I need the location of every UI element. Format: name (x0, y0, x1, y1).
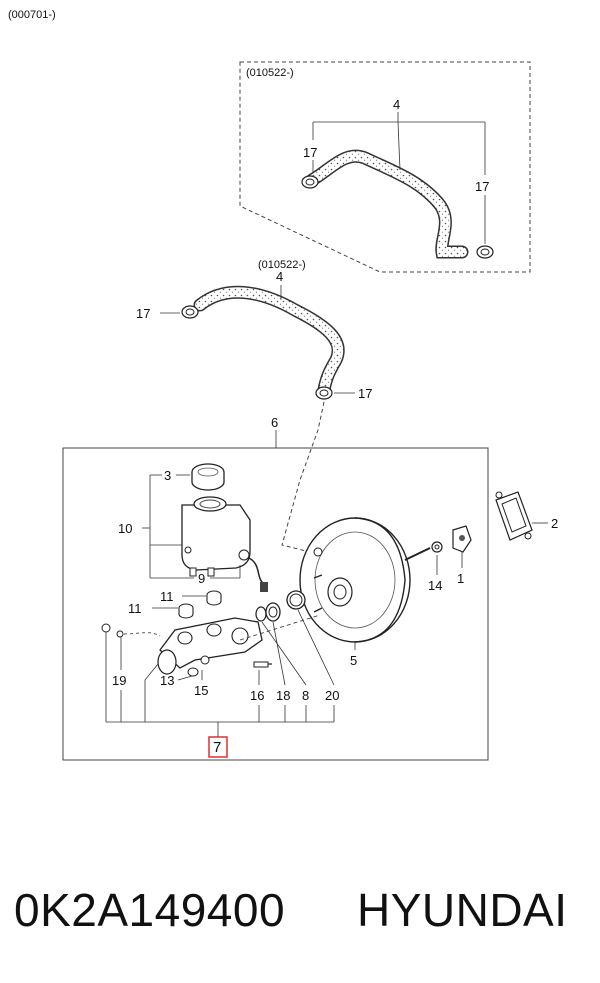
callout-17-main-left: 17 (136, 306, 150, 321)
callout-3: 3 (164, 468, 171, 483)
callout-7: 7 (213, 739, 221, 756)
washer-icon (187, 667, 199, 677)
callout-10: 10 (118, 521, 132, 536)
master-cylinder-icon (157, 617, 263, 675)
callout-15: 15 (194, 683, 208, 698)
callout-17-inset-right: 17 (475, 179, 489, 194)
callout-2: 2 (551, 516, 558, 531)
gasket-icon (495, 491, 533, 541)
callout-6: 6 (271, 415, 278, 430)
brand-name: HYUNDAI (357, 884, 568, 936)
hose-clamp-icon (315, 386, 333, 400)
parts-diagram: (000701-) (010522-) 4 17 17 (010522-) (8, 9, 558, 761)
hose-clamp-icon (181, 305, 199, 319)
callout-9: 9 (198, 571, 205, 586)
bleeder-screw-icon (101, 623, 124, 638)
part-number: 0K2A149400 (14, 884, 286, 936)
grommet-icon (206, 590, 222, 606)
callout-16: 16 (250, 688, 264, 703)
inset-box: (010522-) 4 17 17 (239, 61, 531, 273)
vacuum-hose-main: (010522-) 4 17 17 (136, 259, 372, 553)
nut-icon (431, 541, 443, 553)
header-code: (000701-) (8, 9, 56, 21)
callout-4-main: 4 (276, 269, 283, 284)
grommet-icon (178, 603, 194, 619)
level-sensor-icon (238, 549, 268, 592)
callout-1: 1 (457, 571, 464, 586)
callout-17-main-right: 17 (358, 386, 372, 401)
o-ring-icon (255, 606, 267, 622)
callout-14: 14 (428, 578, 442, 593)
callout-8: 8 (302, 688, 309, 703)
clevis-bracket-icon (452, 525, 472, 553)
hose-clamp-icon (301, 175, 319, 189)
callout-11-upper: 11 (160, 589, 174, 604)
brake-reservoir-icon (181, 496, 251, 577)
callout-18: 18 (276, 688, 290, 703)
callout-17-inset-left: 17 (303, 145, 317, 160)
gasket-ring-icon (286, 590, 306, 610)
seal-ring-icon (265, 602, 281, 622)
callout-11-lower: 11 (128, 601, 142, 616)
brake-booster-icon (299, 517, 431, 643)
reservoir-cap-icon (191, 463, 225, 491)
callout-4-inset: 4 (393, 97, 400, 112)
callout-19: 19 (112, 673, 126, 688)
assembly-box: 6 (62, 415, 489, 761)
callout-7-highlight[interactable]: 7 (208, 736, 228, 758)
hose-code: (010522-) (258, 259, 306, 271)
hose-clamp-icon (476, 245, 494, 259)
callout-13: 13 (160, 673, 174, 688)
callout-5: 5 (350, 653, 357, 668)
bolt-icon (253, 661, 272, 668)
callout-20: 20 (325, 688, 339, 703)
inset-code: (010522-) (246, 67, 294, 79)
footer: 0K2A149400 HYUNDAI (0, 870, 600, 950)
